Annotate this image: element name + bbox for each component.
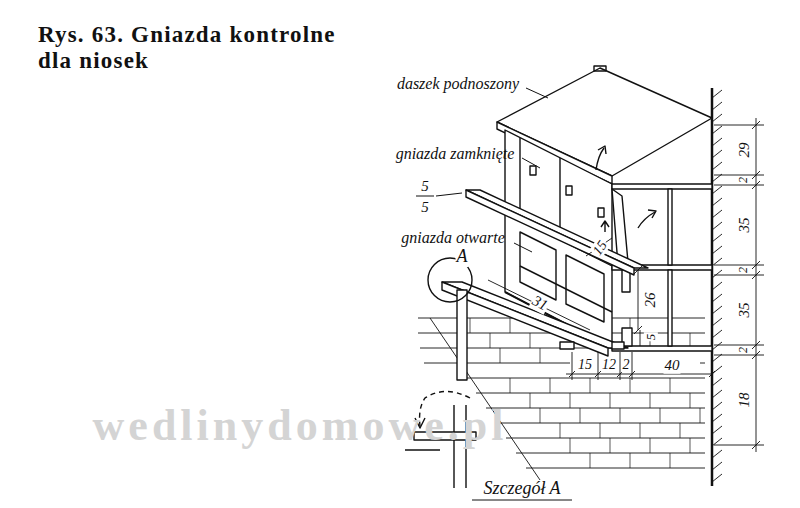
leader-line [514, 243, 532, 252]
leader-line [472, 500, 572, 501]
perches [442, 190, 648, 380]
part-label: daszek podnoszony [397, 75, 519, 93]
detail-marker: A [456, 247, 469, 267]
dimension: 5 [421, 178, 429, 195]
closed-divider [559, 158, 560, 236]
dimension-ticks [569, 352, 715, 380]
front-board [612, 342, 624, 349]
lower-perch [442, 282, 628, 348]
figure-title: Rys. 63. Gniazda kontrolne dla niosek [38, 22, 368, 74]
floor-lines [430, 318, 705, 480]
dimension: 15 [577, 357, 593, 372]
leader-line [522, 158, 540, 168]
curved-arrow [596, 148, 604, 170]
shelf [612, 184, 712, 189]
door-latch [530, 166, 536, 175]
dimension: 5 [421, 199, 429, 216]
dimension: 18 [736, 392, 753, 409]
nest-divider [668, 270, 672, 346]
floor-edge-ticks [418, 318, 456, 363]
dimension: 35 [736, 302, 753, 319]
swing-arrows [596, 146, 656, 232]
leader-line [526, 88, 548, 98]
dimension-ticks [714, 121, 764, 449]
dimension: 40 [664, 357, 681, 374]
nest-divider [668, 189, 672, 265]
dimension: 2 [737, 266, 750, 274]
dimension: 12 [601, 357, 617, 372]
front-board [560, 342, 574, 349]
dimension-line [566, 374, 712, 375]
open-entrance [566, 255, 604, 322]
detail-a [405, 258, 476, 488]
leader-line [436, 193, 462, 196]
part-label: gniazda otwarte [401, 229, 505, 247]
dimension: 2 [622, 357, 631, 372]
lift-arrow [601, 221, 609, 232]
dimension: 26 [642, 292, 659, 309]
dimension: 2 [737, 176, 750, 184]
roof-hinge [594, 66, 606, 71]
dimension: 29 [736, 142, 753, 159]
dimension: 5 [644, 333, 658, 342]
curved-arrow [638, 212, 655, 228]
wall [712, 88, 722, 486]
dimension-line [488, 280, 590, 330]
fraction-bar [416, 196, 434, 197]
upper-perch [466, 190, 648, 268]
watermark: wedlinydomowe.pl [93, 402, 508, 450]
perch-post [457, 290, 467, 380]
dimension: 35 [736, 217, 753, 234]
open-entrance [520, 232, 556, 300]
dimension-line [756, 118, 757, 452]
arrow-head [648, 210, 656, 218]
door-latch [598, 208, 604, 217]
arrow-head [598, 146, 606, 154]
panel-edge [519, 138, 520, 214]
door-latch [566, 186, 572, 195]
detail-caption: Szczegół A [483, 479, 560, 499]
wall-line [711, 88, 714, 486]
dimension: 2 [737, 346, 750, 354]
part-label: gniazda zamknięte [396, 145, 515, 163]
wall-hatch [712, 90, 722, 482]
dimensions [488, 118, 764, 452]
